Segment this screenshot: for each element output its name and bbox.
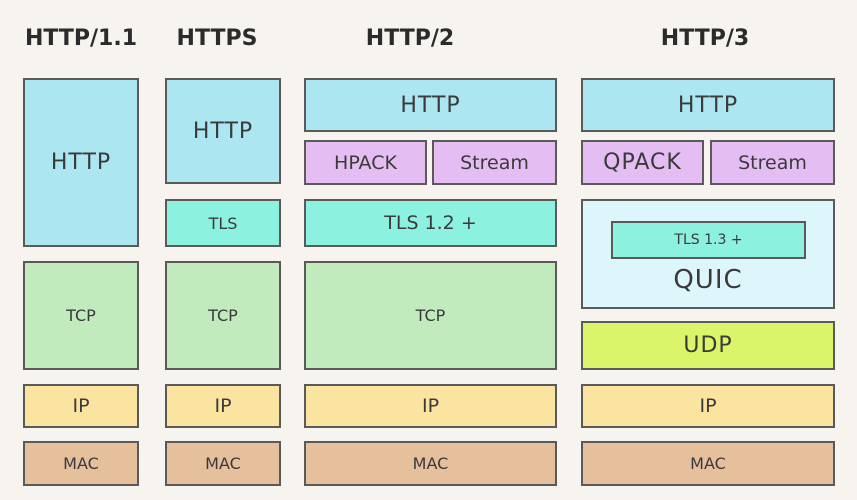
http3-mac-layer: MAC [581, 441, 835, 486]
http2-tls-layer: TLS 1.2 + [304, 199, 557, 247]
http2-stream-layer: Stream [432, 140, 557, 185]
http3-http-layer: HTTP [581, 78, 835, 132]
http1-1-tcp-layer: TCP [23, 261, 139, 370]
http2-title: HTTP/2 [365, 26, 455, 51]
http1-1-http-layer: HTTP [23, 78, 139, 247]
http3-stream-layer: Stream [710, 140, 835, 185]
http1-1-mac-layer: MAC [23, 441, 139, 486]
https-tcp-layer: TCP [165, 261, 281, 370]
http1-1-title: HTTP/1.1 [24, 26, 138, 51]
https-mac-layer: MAC [165, 441, 281, 486]
http3-title: HTTP/3 [660, 26, 750, 51]
https-http-layer: HTTP [165, 78, 281, 184]
http2-ip-layer: IP [304, 384, 557, 428]
http2-hpack-layer: HPACK [304, 140, 427, 185]
http2-tcp-layer: TCP [304, 261, 557, 370]
http1-1-ip-layer: IP [23, 384, 139, 428]
https-title: HTTPS [176, 26, 258, 51]
http3-qpack-layer: QPACK [581, 140, 704, 185]
https-ip-layer: IP [165, 384, 281, 428]
http3-udp-layer: UDP [581, 321, 835, 370]
http2-http-layer: HTTP [304, 78, 557, 132]
http2-mac-layer: MAC [304, 441, 557, 486]
http3-tls-layer: TLS 1.3 + [611, 221, 806, 259]
https-tls-layer: TLS [165, 199, 281, 247]
http3-ip-layer: IP [581, 384, 835, 428]
